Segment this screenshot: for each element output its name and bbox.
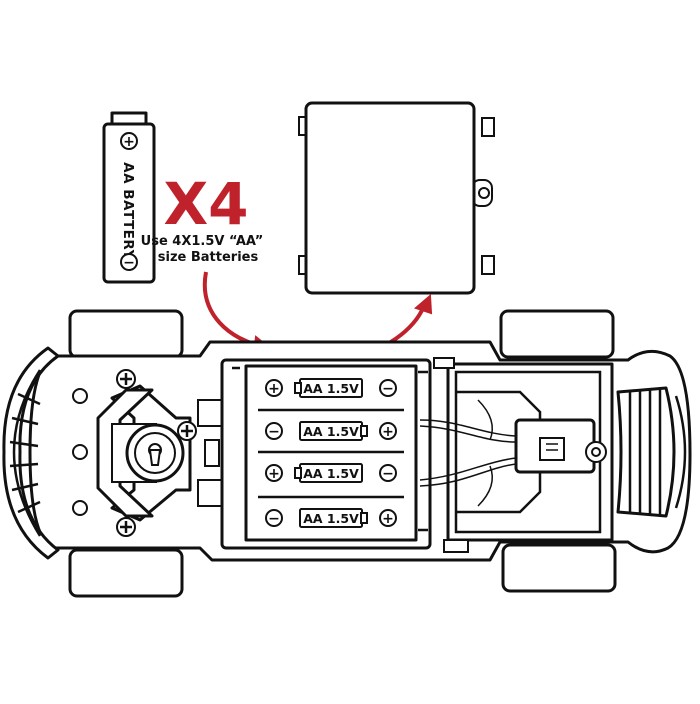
terminal-icon <box>379 379 397 397</box>
slot-left-sign: − <box>268 424 280 440</box>
slot-right-sign: − <box>382 381 394 397</box>
terminal-icon <box>265 422 283 440</box>
wheel-front-bottom <box>68 548 184 598</box>
instruction-line-2: size Batteries <box>158 250 259 265</box>
front-grille <box>9 392 41 514</box>
slot-label: AA 1.5V <box>303 511 359 526</box>
switch-icon <box>539 437 565 461</box>
terminal-icon <box>265 509 283 527</box>
slot-right-sign: − <box>382 466 394 482</box>
slot-right-sign: + <box>382 424 394 440</box>
battery-slot: + − AA 1.5V <box>265 378 397 398</box>
battery-minus-sign: − <box>123 255 135 271</box>
battery-cover <box>298 101 495 295</box>
slot-left-sign: − <box>268 511 280 527</box>
rear-gearbox <box>419 357 614 553</box>
battery-plus-icon <box>120 132 138 150</box>
terminal-icon <box>379 422 397 440</box>
terminal-icon <box>265 464 283 482</box>
battery-slot: − + AA 1.5V <box>258 495 404 528</box>
battery-slot: − + AA 1.5V <box>258 408 404 441</box>
battery-icon-label: AA BATTERY <box>120 162 136 260</box>
terminal-icon <box>379 464 397 482</box>
slot-label: AA 1.5V <box>303 381 359 396</box>
battery-compartment: + − AA 1.5V − + AA 1.5V + − AA 1.5V − + AA 1.5V <box>220 358 432 550</box>
terminal-icon <box>379 509 397 527</box>
wheel-front-top <box>68 309 184 359</box>
rear-grille <box>616 386 687 518</box>
battery-plus-sign: + <box>123 134 135 150</box>
steering-assembly <box>96 369 223 537</box>
slot-left-sign: + <box>268 466 280 482</box>
slot-label: AA 1.5V <box>303 424 359 439</box>
terminal-icon <box>265 379 283 397</box>
slot-right-sign: + <box>382 511 394 527</box>
battery-minus-icon <box>120 253 138 271</box>
slot-left-sign: + <box>268 381 280 397</box>
slot-label: AA 1.5V <box>303 466 359 481</box>
wheel-rear-bottom <box>501 543 617 593</box>
aa-battery-icon: + AA BATTERY − <box>102 111 156 284</box>
quantity-multiplier: X4 <box>163 170 248 238</box>
battery-slot: + − AA 1.5V <box>258 450 404 483</box>
wheel-rear-top <box>499 309 615 359</box>
instruction-line-1: Use 4X1.5V “AA” <box>141 234 264 249</box>
car-chassis: + − AA 1.5V − + AA 1.5V + − AA 1.5V − + AA 1.5V <box>2 309 692 598</box>
